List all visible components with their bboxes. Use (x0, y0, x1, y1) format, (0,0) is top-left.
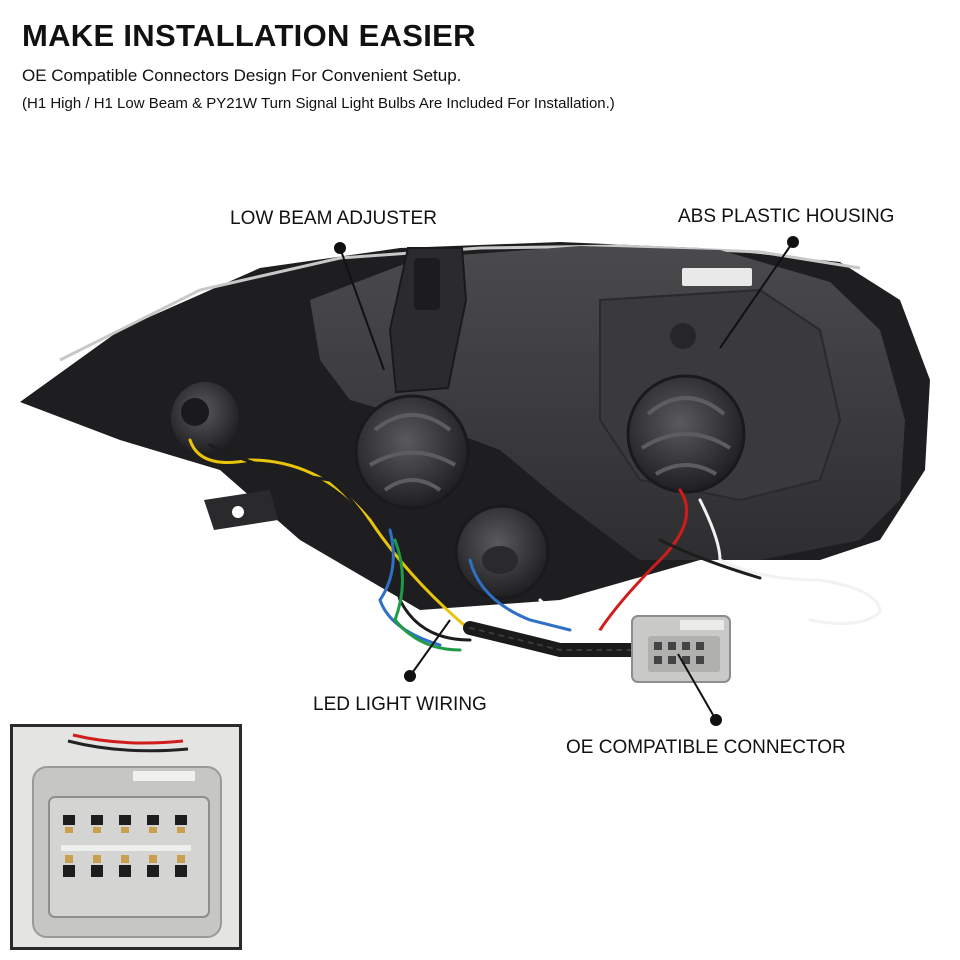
callout-led-light-wiring: LED LIGHT WIRING (313, 694, 487, 715)
callout-low-beam-adjuster: LOW BEAM ADJUSTER (230, 208, 437, 229)
callout-leaders (334, 236, 799, 726)
connector-closeup-icon (13, 727, 239, 947)
callout-oe-compatible-connector: OE COMPATIBLE CONNECTOR (566, 737, 846, 758)
led-light-wiring (188, 438, 882, 657)
oe-compatible-connector (631, 615, 731, 683)
included-bulbs-note: (H1 High / H1 Low Beam & PY21W Turn Sign… (22, 95, 615, 112)
housing-label-sticker (682, 268, 752, 286)
connector-closeup-inset (10, 724, 242, 950)
subtitle: OE Compatible Connectors Design For Conv… (22, 66, 462, 85)
headlight-chrome-edge (59, 244, 861, 362)
callout-abs-plastic-housing: ABS PLASTIC HOUSING (678, 206, 895, 227)
page-title: MAKE INSTALLATION EASIER (22, 18, 476, 53)
housing-vent-cap (670, 323, 696, 349)
adjuster-slot (414, 258, 440, 310)
low-beam-adjuster-bracket (388, 247, 468, 394)
